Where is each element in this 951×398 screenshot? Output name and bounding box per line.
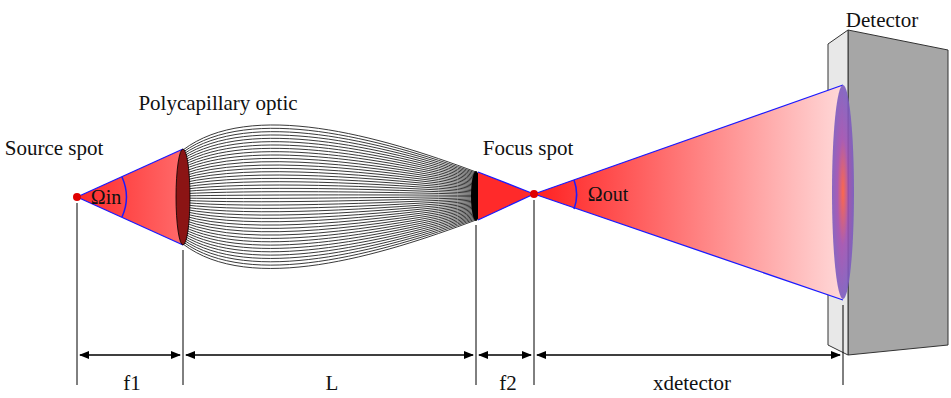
- capillary-fiber: [183, 142, 476, 178]
- capillary-fiber: [183, 219, 476, 265]
- capillary-fiber: [183, 213, 476, 248]
- dimension-label: L: [324, 373, 341, 394]
- capillary-fiber: [183, 203, 476, 218]
- focus-label: Focus spot: [483, 138, 573, 159]
- capillary-fiber: [183, 175, 476, 189]
- optic-label: Polycapillary optic: [138, 93, 297, 114]
- dimension-label: f2: [497, 373, 519, 394]
- capillary-fiber: [183, 198, 476, 202]
- angle-label: Ωin: [91, 187, 121, 207]
- capillary-fiber: [183, 155, 476, 182]
- capillary-fiber: [183, 195, 476, 196]
- detector-label: Detector: [846, 10, 918, 31]
- capillary-fiber: [183, 197, 476, 199]
- capillary-fiber: [183, 217, 476, 259]
- angle-label: Ωout: [588, 184, 628, 204]
- dimension-label: xdetector: [651, 373, 733, 394]
- capillary-fiber: [183, 220, 476, 268]
- capillary-fiber: [183, 218, 476, 262]
- capillary-fiber: [183, 128, 476, 173]
- capillary-fiber: [183, 209, 476, 235]
- source-label: Source spot: [5, 138, 104, 159]
- dimension-label: f1: [121, 373, 143, 394]
- capillary-fiber: [183, 214, 476, 251]
- capillary-fiber: [183, 192, 476, 195]
